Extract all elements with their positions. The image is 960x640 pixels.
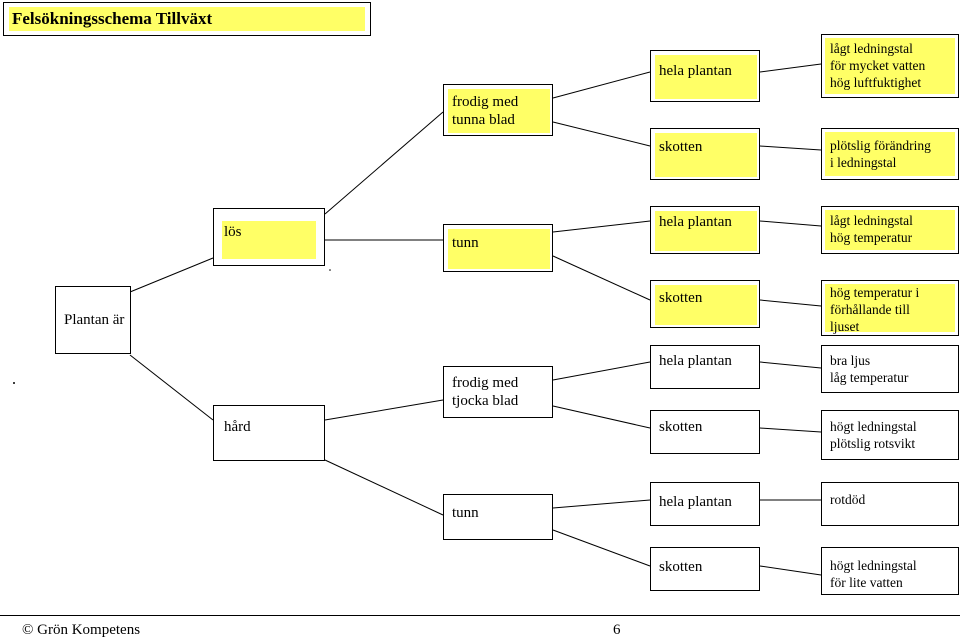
node-tunn-los-label: tunn <box>452 235 479 251</box>
node-d-skotten-label: skotten <box>659 559 703 575</box>
connector-root-hard <box>129 354 214 421</box>
connector-d-hela <box>552 499 651 509</box>
footer-divider <box>0 615 960 616</box>
node-c-skotten-label: skotten <box>659 419 703 435</box>
node-los: lös <box>213 208 325 266</box>
node-tunn-hard-label: tunn <box>452 505 479 521</box>
node-highlight <box>448 229 550 269</box>
cause-d2: högt ledningstal för lite vatten <box>821 547 959 595</box>
node-hard: hård <box>213 405 325 461</box>
cause-c1: bra ljus låg temperatur <box>821 345 959 393</box>
cause-b2-label: hög temperatur i förhållande till ljuset <box>830 285 920 334</box>
node-highlight <box>655 285 757 325</box>
node-highlight <box>448 89 550 133</box>
connector-root-los <box>129 257 214 293</box>
connector-hard-frodig <box>324 399 444 421</box>
cause-a2: plötslig förändring i ledningstal <box>821 128 959 180</box>
node-highlight <box>222 221 316 259</box>
node-b-hela: hela plantan <box>650 206 760 254</box>
cause-b1: lågt ledningstal hög temperatur <box>821 206 959 254</box>
node-c-hela-label: hela plantan <box>659 353 732 369</box>
stray-dot <box>329 269 331 271</box>
node-a-skotten-label: skotten <box>659 139 703 155</box>
node-tunn-hard: tunn <box>443 494 553 540</box>
stray-dot <box>13 382 15 384</box>
cause-c2-label: högt ledningstal plötslig rotsvikt <box>830 419 917 451</box>
node-b-hela-label: hela plantan <box>659 214 732 230</box>
node-a-skotten: skotten <box>650 128 760 180</box>
node-highlight <box>655 133 757 177</box>
node-b-skotten: skotten <box>650 280 760 328</box>
cause-d1: rotdöd <box>821 482 959 526</box>
connector-c2 <box>759 427 822 433</box>
page-number: 6 <box>613 622 621 638</box>
footer-copyright: © Grön Kompetens <box>22 622 141 638</box>
node-tunn-los: tunn <box>443 224 553 272</box>
connector-a-hela <box>552 71 651 99</box>
node-frodig-tunna: frodig med tunna blad <box>443 84 553 136</box>
node-los-label: lös <box>224 224 242 240</box>
node-c-hela: hela plantan <box>650 345 760 389</box>
connector-hard-tunn <box>324 459 444 516</box>
node-frodig-tjocka: frodig med tjocka blad <box>443 366 553 418</box>
node-b-skotten-label: skotten <box>659 290 703 306</box>
connector-d-skotten <box>552 529 651 567</box>
cause-c2: högt ledningstal plötslig rotsvikt <box>821 410 959 460</box>
node-a-hela-label: hela plantan <box>659 63 732 79</box>
root-node: Plantan är <box>55 286 131 354</box>
connector-b1 <box>759 220 822 227</box>
node-hard-label: hård <box>224 419 251 435</box>
node-frodig-tunna-label: frodig med tunna blad <box>452 94 519 128</box>
connector-los-frodig <box>324 111 444 215</box>
connector-a2 <box>759 145 822 151</box>
page-title: Felsökningsschema Tillväxt <box>12 9 213 28</box>
cause-c1-label: bra ljus låg temperatur <box>830 353 909 385</box>
cause-b1-label: lågt ledningstal hög temperatur <box>830 213 913 245</box>
connector-a1 <box>759 63 822 73</box>
node-d-hela: hela plantan <box>650 482 760 526</box>
cause-d1-label: rotdöd <box>830 492 866 507</box>
node-highlight <box>655 55 757 99</box>
cause-a2-label: plötslig förändring i ledningstal <box>830 138 931 170</box>
connector-b-skotten <box>552 255 651 301</box>
connector-c-skotten <box>552 405 651 429</box>
cause-a1: lågt ledningstal för mycket vatten hög l… <box>821 34 959 98</box>
root-label: Plantan är <box>64 312 125 328</box>
title-highlight <box>9 7 365 31</box>
connector-c-hela <box>552 361 651 381</box>
node-frodig-tjocka-label: frodig med tjocka blad <box>452 375 519 409</box>
title-box: Felsökningsschema Tillväxt <box>3 2 371 36</box>
connector-b-hela <box>552 220 651 233</box>
cause-d2-label: högt ledningstal för lite vatten <box>830 558 917 590</box>
node-highlight <box>825 38 955 94</box>
node-highlight <box>655 211 757 251</box>
cause-b2: hög temperatur i förhållande till ljuset <box>821 280 959 336</box>
connector-c1 <box>759 361 822 369</box>
node-highlight <box>825 132 955 176</box>
connector-b2 <box>759 299 822 307</box>
node-highlight <box>825 210 955 250</box>
node-a-hela: hela plantan <box>650 50 760 102</box>
node-d-skotten: skotten <box>650 547 760 591</box>
cause-a1-label: lågt ledningstal för mycket vatten hög l… <box>830 41 926 90</box>
node-d-hela-label: hela plantan <box>659 494 732 510</box>
node-c-skotten: skotten <box>650 410 760 454</box>
connector-a-skotten <box>552 121 651 147</box>
connector-d2 <box>759 565 822 576</box>
node-highlight <box>825 284 955 332</box>
